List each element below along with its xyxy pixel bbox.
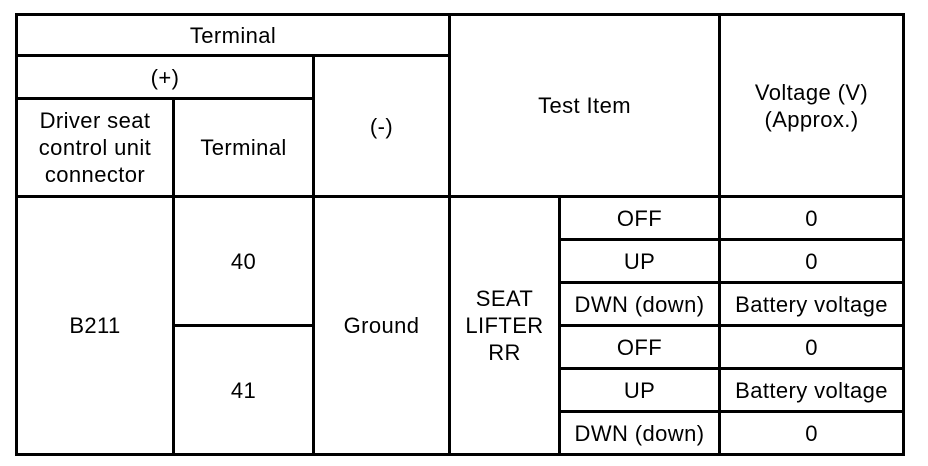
- table-row: B211 40 Ground SEAT LIFTER RR OFF 0: [15, 195, 906, 456]
- test-item-cell: UP: [557, 238, 722, 284]
- voltage-value-cell: 0: [718, 324, 906, 370]
- terminal-40-cell: 40: [172, 195, 315, 327]
- test-item-header: Test Item: [447, 13, 722, 198]
- connector-column-header: Driver seat control unit connector: [15, 97, 175, 198]
- table-row: UP 0: [17, 238, 906, 284]
- terminal-41-cell: 41: [172, 324, 315, 456]
- terminal-column-header: Terminal: [172, 97, 315, 198]
- ground-cell: Ground: [312, 195, 451, 456]
- table-row: UP Battery voltage: [17, 367, 906, 413]
- voltage-header: Voltage (V) (Approx.): [718, 13, 906, 198]
- test-item-cell: DWN (down): [557, 281, 722, 327]
- test-item-cell: UP: [557, 367, 722, 413]
- voltage-value-cell: Battery voltage: [718, 367, 906, 413]
- test-item-cell: DWN (down): [557, 410, 722, 456]
- voltage-value-cell: 0: [718, 410, 906, 456]
- plus-header: (+): [15, 54, 315, 100]
- header-row-sub: Driver seat control unit connector Termi…: [15, 97, 904, 198]
- voltage-value-cell: Battery voltage: [718, 281, 906, 327]
- connector-cell: B211: [15, 195, 175, 456]
- voltage-value-cell: 0: [718, 238, 906, 284]
- terminal-group-header: Terminal: [15, 13, 451, 57]
- header-row-plus: (+) (-): [15, 54, 904, 198]
- table-row: 41 OFF 0: [17, 324, 906, 456]
- table-row: DWN (down) 0: [17, 410, 906, 456]
- header-row-terminal: Terminal Test Item Voltage (V) (Approx.): [15, 13, 906, 198]
- table-row: DWN (down) Battery voltage: [17, 281, 906, 327]
- test-item-cell: OFF: [557, 195, 722, 241]
- voltage-value-cell: 0: [718, 195, 906, 241]
- test-item-cell: OFF: [557, 324, 722, 370]
- terminal-voltage-table: Terminal Test Item Voltage (V) (Approx.)…: [15, 13, 906, 456]
- seat-lifter-cell: SEAT LIFTER RR: [448, 195, 561, 456]
- minus-header: (-): [312, 54, 451, 198]
